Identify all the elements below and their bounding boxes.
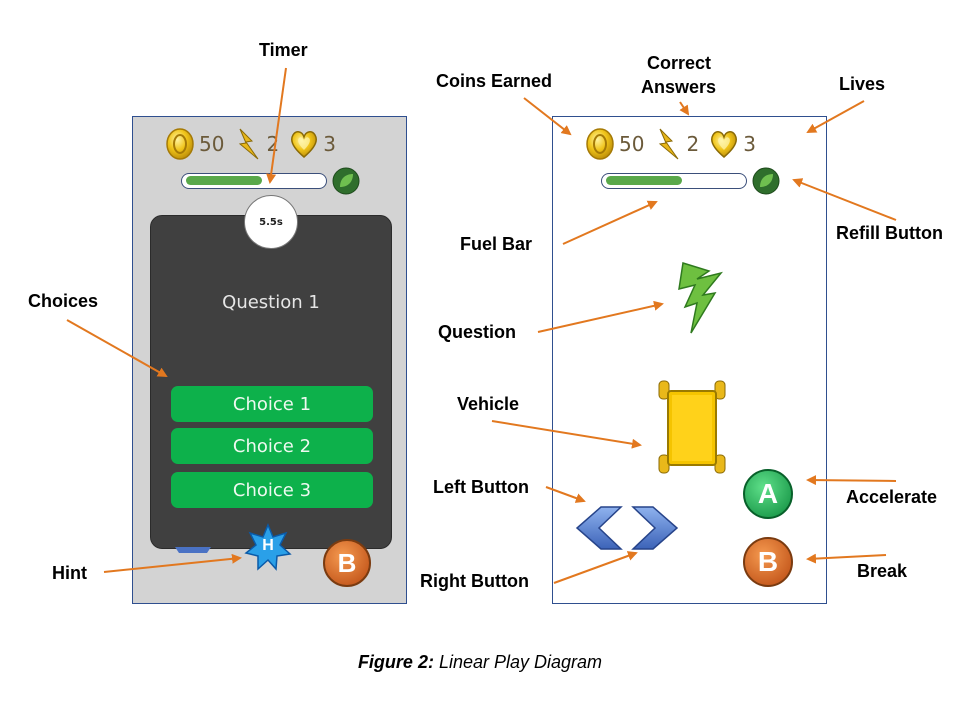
heart-icon xyxy=(291,131,318,158)
left-arrow-icon[interactable] xyxy=(573,503,623,553)
arrow-fuel xyxy=(562,200,658,245)
label-right-button: Right Button xyxy=(420,571,529,591)
coin-icon xyxy=(166,128,194,160)
figure-caption: Figure 2: Linear Play Diagram xyxy=(0,652,960,673)
leaf-refill-icon[interactable] xyxy=(751,166,781,196)
fuel-bar xyxy=(181,173,327,189)
hint-letter: H xyxy=(262,537,274,554)
lives-value: 3 xyxy=(743,132,756,156)
lightning-icon xyxy=(239,128,259,160)
label-refill-button: Refill Button xyxy=(836,223,943,243)
arrow-correct xyxy=(679,101,690,116)
arrow-question xyxy=(537,300,664,333)
right-phone-screen: 50 2 3 A B xyxy=(552,116,827,604)
accelerate-letter: A xyxy=(757,478,779,509)
coin-icon xyxy=(586,128,614,160)
choice-button-1[interactable]: Choice 1 xyxy=(171,386,373,422)
break-button[interactable]: B xyxy=(743,537,793,587)
coins-value: 50 xyxy=(619,132,645,156)
left-arrow-icon[interactable] xyxy=(173,545,213,555)
break-button-left[interactable]: B xyxy=(323,539,371,587)
arrow-vehicle xyxy=(491,420,642,449)
label-break: Break xyxy=(857,561,908,581)
label-left-button: Left Button xyxy=(433,477,529,497)
arrow-choices xyxy=(66,319,168,377)
question-card: Question 1 Choice 1 Choice 2 Choice 3 xyxy=(150,215,392,549)
label-choices: Choices xyxy=(28,291,99,311)
arrow-timer xyxy=(266,67,287,184)
coins-value: 50 xyxy=(199,132,225,156)
hint-button[interactable]: H xyxy=(244,523,292,571)
arrow-left-button xyxy=(545,486,586,503)
label-correct-answers-2: Answers xyxy=(641,77,717,97)
label-question: Question xyxy=(438,322,517,342)
fuel-fill xyxy=(606,176,682,185)
arrow-coins xyxy=(523,97,572,136)
fuel-fill xyxy=(186,176,262,185)
leaf-refill-icon[interactable] xyxy=(331,166,361,196)
arrow-lives xyxy=(806,100,865,133)
hud-right: 50 2 3 xyxy=(585,127,766,161)
label-hint: Hint xyxy=(52,563,87,583)
question-lightning-icon[interactable] xyxy=(675,259,727,337)
arrow-hint xyxy=(103,553,242,573)
question-text: Question 1 xyxy=(222,292,320,313)
choice-button-2[interactable]: Choice 2 xyxy=(171,428,373,464)
arrow-accelerate xyxy=(806,475,897,486)
break-letter: B xyxy=(337,547,357,578)
hint-star-icon xyxy=(244,523,292,571)
caption-text: Linear Play Diagram xyxy=(438,652,603,672)
arrow-refill xyxy=(792,178,897,221)
label-accelerate: Accelerate xyxy=(846,487,938,507)
heart-icon xyxy=(711,131,738,158)
fuel-bar xyxy=(601,173,747,189)
arrow-right-button xyxy=(553,551,638,584)
caption-prefix: Figure 2: xyxy=(357,652,434,672)
label-coins-earned: Coins Earned xyxy=(436,71,553,91)
label-vehicle: Vehicle xyxy=(457,394,520,414)
break-letter: B xyxy=(757,546,779,577)
correct-value: 2 xyxy=(686,132,700,156)
vehicle-icon xyxy=(658,380,726,474)
label-correct-answers-1: Correct xyxy=(647,53,712,73)
label-fuel-bar: Fuel Bar xyxy=(460,234,533,254)
timer-display: 5.5s xyxy=(244,195,298,249)
choice-button-3[interactable]: Choice 3 xyxy=(171,472,373,508)
left-phone-screen: 50 2 3 Question 1 Choice 1 Choice 2 Choi… xyxy=(132,116,407,604)
label-timer: Timer xyxy=(259,40,308,60)
right-arrow-icon[interactable] xyxy=(631,503,681,553)
lightning-icon xyxy=(659,128,679,160)
arrow-break xyxy=(806,553,887,564)
label-lives: Lives xyxy=(839,74,886,94)
accelerate-button[interactable]: A xyxy=(743,469,793,519)
lives-value: 3 xyxy=(323,132,336,156)
